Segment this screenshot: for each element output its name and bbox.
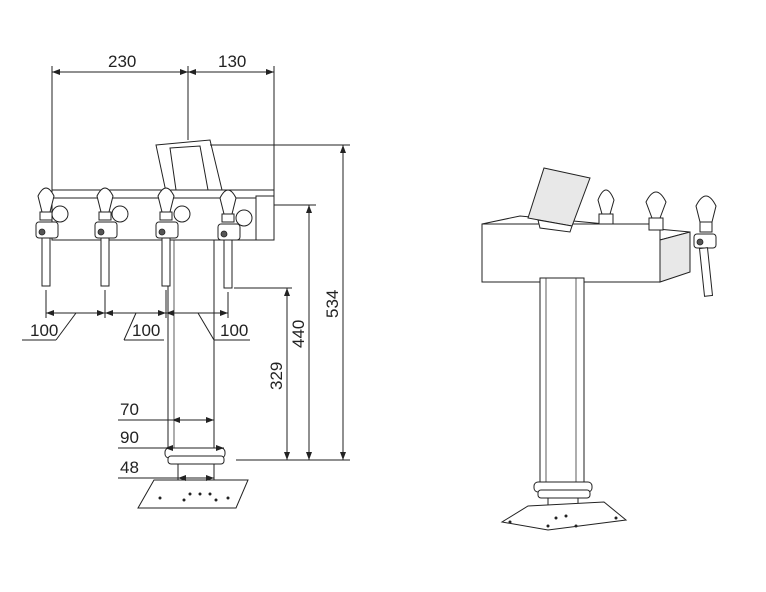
- tap-3: [155, 187, 191, 287]
- tap-4: [217, 189, 253, 289]
- dim-heights: [210, 144, 350, 461]
- perspective-tap-2: [645, 191, 667, 231]
- dim-top-widths: [51, 66, 275, 195]
- display-tablet: [527, 167, 591, 233]
- dim-label-100-a: 100: [30, 321, 58, 340]
- tap-1: [35, 187, 69, 287]
- dim-label-48: 48: [120, 458, 139, 477]
- perspective-tap-1: [597, 189, 615, 225]
- dim-column-diameters: [118, 417, 224, 481]
- display-plate: [155, 139, 223, 193]
- block-side: [659, 231, 691, 283]
- dim-label-534: 534: [323, 290, 342, 318]
- block-front: [481, 223, 661, 283]
- dim-label-100-b: 100: [132, 321, 160, 340]
- dim-label-329: 329: [267, 362, 286, 390]
- perspective-view: [481, 167, 717, 531]
- front-elevation: 230 130: [22, 52, 350, 509]
- perspective-tap-3: [693, 195, 717, 297]
- dim-label-230: 230: [108, 52, 136, 71]
- dim-tap-spacing: [22, 290, 250, 341]
- dim-label-440: 440: [289, 320, 308, 348]
- dim-label-70: 70: [120, 400, 139, 419]
- dim-label-90: 90: [120, 428, 139, 447]
- dim-label-100-c: 100: [220, 321, 248, 340]
- dim-label-130: 130: [218, 52, 246, 71]
- perspective-column: [539, 277, 585, 485]
- tap-2: [94, 187, 129, 287]
- perspective-base-plate: [500, 501, 628, 531]
- base-plate: [137, 479, 249, 509]
